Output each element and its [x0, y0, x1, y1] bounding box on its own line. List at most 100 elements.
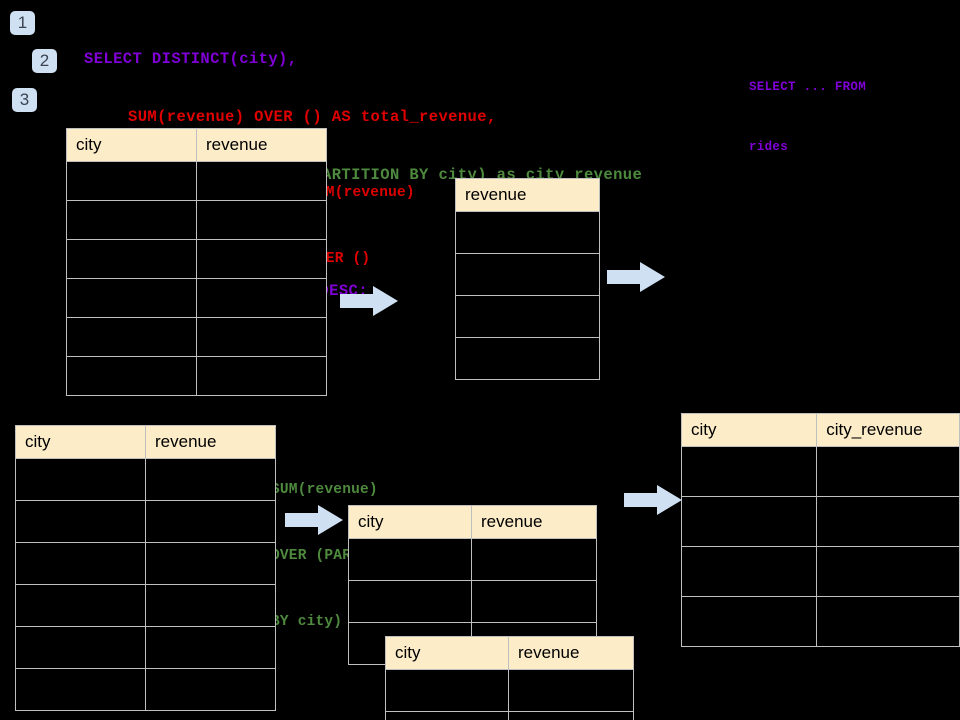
table-row [66, 278, 327, 318]
table-cell [66, 161, 197, 201]
table-cell [145, 626, 276, 669]
table-cell [680, 446, 818, 497]
table-cell [471, 580, 597, 623]
table-row [455, 253, 600, 296]
table-row [15, 458, 276, 501]
table-row [385, 711, 634, 720]
column-header-revenue: revenue [145, 425, 276, 459]
table-cell [816, 546, 960, 597]
column-header-city-revenue: city_revenue [816, 413, 960, 447]
annotation-line-1: SUM(revenue) [271, 482, 378, 498]
column-header-revenue: revenue [196, 128, 327, 162]
column-header-city: city [15, 425, 146, 459]
column-header-city: city [66, 128, 197, 162]
table-cell [196, 317, 327, 357]
arrow-head [373, 286, 398, 316]
step-badge-3: 3 [12, 88, 37, 112]
table-header-row: city city_revenue [680, 413, 960, 447]
table-cell [145, 542, 276, 585]
table-cell [680, 596, 818, 647]
column-header-revenue: revenue [455, 178, 600, 212]
partition-annotation: SUM(revenue) OVER (PARTITION BY city) [271, 435, 405, 677]
table-cell [196, 200, 327, 240]
table-row [455, 295, 600, 338]
side-note: SELECT ... FROM rides [749, 37, 866, 197]
table-row [66, 356, 327, 396]
table-cell [816, 596, 960, 647]
table-cell [816, 496, 960, 547]
table-row [455, 211, 600, 254]
table-cell [680, 496, 818, 547]
table-cell [66, 356, 197, 396]
table-row [348, 538, 597, 581]
arrow-source-to-total-icon [340, 286, 398, 316]
table-header-row: city revenue [348, 505, 597, 539]
arrow-head [657, 485, 682, 515]
table-cell [145, 584, 276, 627]
table-cell [15, 668, 146, 711]
table-cell [508, 711, 634, 720]
table-row [680, 496, 960, 547]
sql-line-total-revenue: SUM(revenue) OVER () AS total_revenue, [128, 108, 497, 126]
table-row [66, 161, 327, 201]
table-row [15, 584, 276, 627]
table-row [15, 668, 276, 711]
table-row [15, 500, 276, 543]
source-table-bottom: city revenue [15, 425, 276, 711]
table-cell [455, 253, 600, 296]
table-row [66, 317, 327, 357]
table-header-row: city revenue [15, 425, 276, 459]
table-row [455, 337, 600, 380]
arrow-partition-to-result-icon [624, 485, 682, 515]
arrow-source-to-partition-icon [285, 505, 343, 535]
table-cell [66, 200, 197, 240]
table-cell [385, 711, 509, 720]
table-cell [455, 295, 600, 338]
table-cell [471, 538, 597, 581]
table-header-row: city revenue [385, 636, 634, 670]
table-cell [66, 317, 197, 357]
table-cell [196, 278, 327, 318]
table-cell [385, 669, 509, 712]
table-cell [816, 446, 960, 497]
arrow-total-to-result-icon [607, 262, 665, 292]
table-cell [66, 239, 197, 279]
table-cell [348, 580, 472, 623]
table-row [66, 200, 327, 240]
column-header-city: city [680, 413, 818, 447]
side-note-line-2: rides [749, 140, 789, 154]
side-note-line-1: SELECT ... FROM [749, 80, 867, 94]
step-badge-1: 1 [10, 11, 35, 35]
arrow-shaft [624, 493, 660, 507]
table-row [680, 446, 960, 497]
table-header-row: revenue [455, 178, 600, 212]
column-header-city: city [385, 636, 509, 670]
table-row [15, 542, 276, 585]
total-revenue-table: revenue [455, 178, 600, 380]
table-row [680, 546, 960, 597]
table-cell [196, 356, 327, 396]
table-cell [196, 239, 327, 279]
table-cell [15, 458, 146, 501]
table-cell [145, 668, 276, 711]
sql-line-select: SELECT DISTINCT(city), [84, 50, 298, 68]
table-cell [15, 626, 146, 669]
table-row [66, 239, 327, 279]
step-badge-2: 2 [32, 49, 57, 73]
table-cell [145, 500, 276, 543]
arrow-shaft [607, 270, 643, 284]
arrow-shaft [285, 513, 321, 527]
table-cell [680, 546, 818, 597]
result-table: city city_revenue [680, 413, 960, 647]
table-row [15, 626, 276, 669]
table-row [680, 596, 960, 647]
table-row [385, 669, 634, 712]
arrow-shaft [340, 294, 376, 308]
table-cell [66, 278, 197, 318]
partition-table-b: city revenue [385, 636, 634, 720]
table-header-row: city revenue [66, 128, 327, 162]
arrow-head [640, 262, 665, 292]
table-row [348, 580, 597, 623]
table-cell [196, 161, 327, 201]
